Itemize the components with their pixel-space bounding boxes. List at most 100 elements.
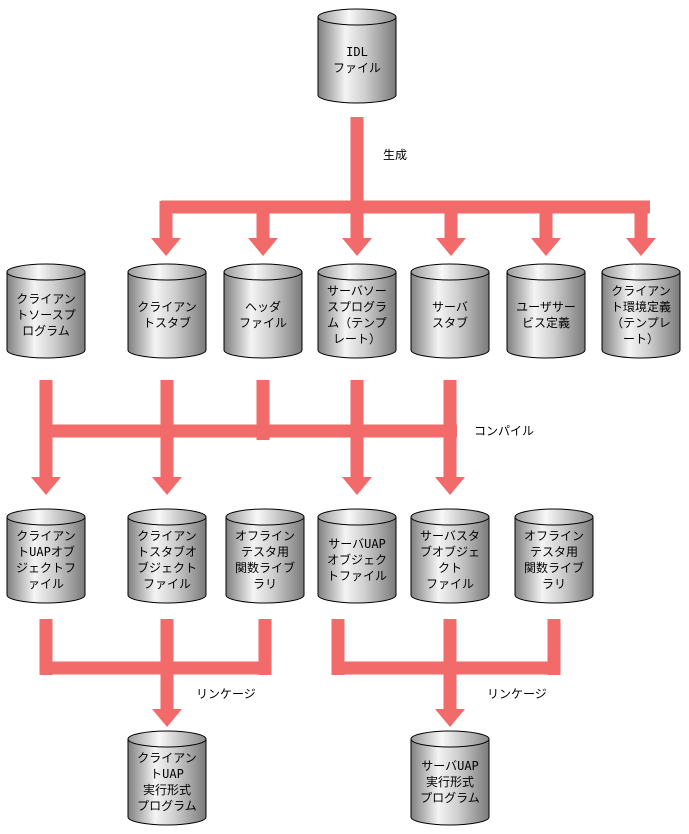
- cylinder-label-line: スタブ: [432, 315, 468, 330]
- cylinder-label-line: サーバスタ: [420, 529, 480, 543]
- cylinder-label-line: ファイル: [426, 577, 474, 591]
- cylinder-label-line: ラリ: [253, 577, 277, 591]
- cylinder-label-line: ログラム: [22, 324, 70, 338]
- gen-arrow-user-service-shaft: [539, 201, 553, 239]
- compile-arrow-server-uap-shaft: [350, 430, 364, 478]
- cylinder-label-line: テスタ用: [241, 545, 289, 559]
- gen-arrow-server-stub-shaft: [444, 201, 458, 239]
- flow-arrows: [31, 117, 656, 727]
- gen-bus: [161, 200, 650, 214]
- cylinder-label-line: サーバ: [432, 300, 468, 314]
- cylinder-label-line: サーバUAP: [421, 759, 479, 773]
- compile-arrow-client-stub-head: [152, 477, 182, 495]
- cylinder-label-line: クライアン: [16, 529, 76, 543]
- cylinder-label-line: オフライン: [235, 529, 295, 543]
- cylinder-label-line: クライアン: [137, 529, 197, 543]
- compile-arrow-client-uap-head: [31, 477, 61, 495]
- gen-arrow-client-stub-head: [151, 238, 181, 256]
- cylinder-label-line: ビス定義: [522, 315, 570, 330]
- cylinder-label-line: サーバUAP: [328, 537, 386, 551]
- cylinder-label-line: ブオブジェ: [420, 544, 480, 559]
- cylinder-label-line: 関数ライブ: [235, 560, 295, 575]
- link-server-drop-2: [547, 619, 561, 675]
- link-server-drop-0: [331, 619, 345, 675]
- cylinder-label-line: オフライン: [524, 529, 584, 543]
- cylinder-label-line: クト: [438, 561, 462, 575]
- gen-arrow-user-service-head: [531, 238, 561, 256]
- file-cylinders: IDLファイルクライアントソースプログラムクライアントスタブヘッダファイルサーバ…: [6, 8, 681, 826]
- cylinder-label-line: トスタブ: [143, 315, 191, 330]
- link-client-arrow-head: [152, 709, 182, 727]
- cylinder-label-line: ジェクトフ: [16, 561, 76, 575]
- cylinder-label-line: オブジェク: [327, 552, 387, 567]
- compile-arrow-server-stub-head: [435, 477, 465, 495]
- compile-arrow-server-stub-shaft: [443, 430, 457, 478]
- cylinder-label-line: プログラム: [137, 799, 197, 813]
- cylinder-label-line: ァイル: [28, 577, 64, 591]
- cylinder-label-line: ファイル: [239, 316, 287, 330]
- cylinder-label-line: クライアン: [16, 292, 76, 306]
- cylinder-label-line: スプログラ: [327, 300, 387, 314]
- cylinder-label-line: クライアン: [611, 284, 671, 298]
- cylinder-label-line: トスタブオ: [137, 544, 197, 559]
- link-server-drop-1: [443, 619, 457, 675]
- gen-arrow-header-head: [248, 238, 278, 256]
- gen-trunk: [350, 117, 364, 210]
- cylinder-label-line: ファイル: [143, 577, 191, 591]
- gen-arrow-server-source-head: [342, 238, 372, 256]
- label-link-client: リンケージ: [196, 687, 256, 701]
- gen-arrow-server-stub-head: [436, 238, 466, 256]
- gen-arrow-client-env-shaft: [634, 201, 648, 239]
- label-generate: 生成: [383, 148, 407, 162]
- cylinder-label-line: トUAPオブ: [17, 544, 75, 559]
- cylinder-label-line: トファイル: [327, 569, 387, 583]
- cylinder-idl: IDL ファイル: [317, 8, 397, 104]
- gen-arrow-server-source-shaft: [350, 201, 364, 239]
- label-compile: コンパイル: [474, 424, 534, 438]
- cylinder-label-line: クライアン: [137, 300, 197, 314]
- cylinder-label-line: ファイル: [333, 61, 381, 75]
- cylinder-label-line: ヘッダ: [245, 299, 281, 314]
- link-client-drop-2: [258, 619, 272, 675]
- compile-bus: [40, 424, 457, 438]
- gen-arrow-client-env-head: [626, 238, 656, 256]
- gen-arrow-header-shaft: [256, 201, 270, 239]
- label-link-server: リンケージ: [487, 687, 547, 701]
- compile-arrow-client-stub-shaft: [160, 430, 174, 478]
- link-client-bus: [40, 661, 271, 675]
- cylinder-label-line: プログラム: [420, 791, 480, 805]
- cylinder-label-line: 関数ライブ: [524, 560, 584, 575]
- cylinder-label-line: ラリ: [542, 577, 566, 591]
- compile-arrow-server-uap-head: [342, 477, 372, 495]
- link-server-arrow-shaft: [443, 662, 457, 710]
- cylinder-label-line: IDL: [346, 45, 368, 59]
- cylinder-label-line: トソースプ: [16, 308, 75, 322]
- cylinder-label-line: ト環境定義: [611, 299, 671, 314]
- cylinder-label-line: ユーザサー: [516, 300, 576, 314]
- compile-arrow-client-uap-shaft: [39, 430, 53, 478]
- cylinder-label-line: ブジェクト: [137, 560, 197, 575]
- cylinder-label-line: （テンプレ: [611, 316, 671, 330]
- cylinder-label-line: ム（テンプ: [327, 316, 387, 330]
- cylinder-label-line: サーバソー: [327, 284, 387, 298]
- link-client-arrow-shaft: [160, 662, 174, 710]
- cylinder-label-line: トUAP: [150, 767, 184, 781]
- cylinder-label-line: レート）: [333, 332, 381, 346]
- cylinder-label-line: ート）: [623, 332, 659, 346]
